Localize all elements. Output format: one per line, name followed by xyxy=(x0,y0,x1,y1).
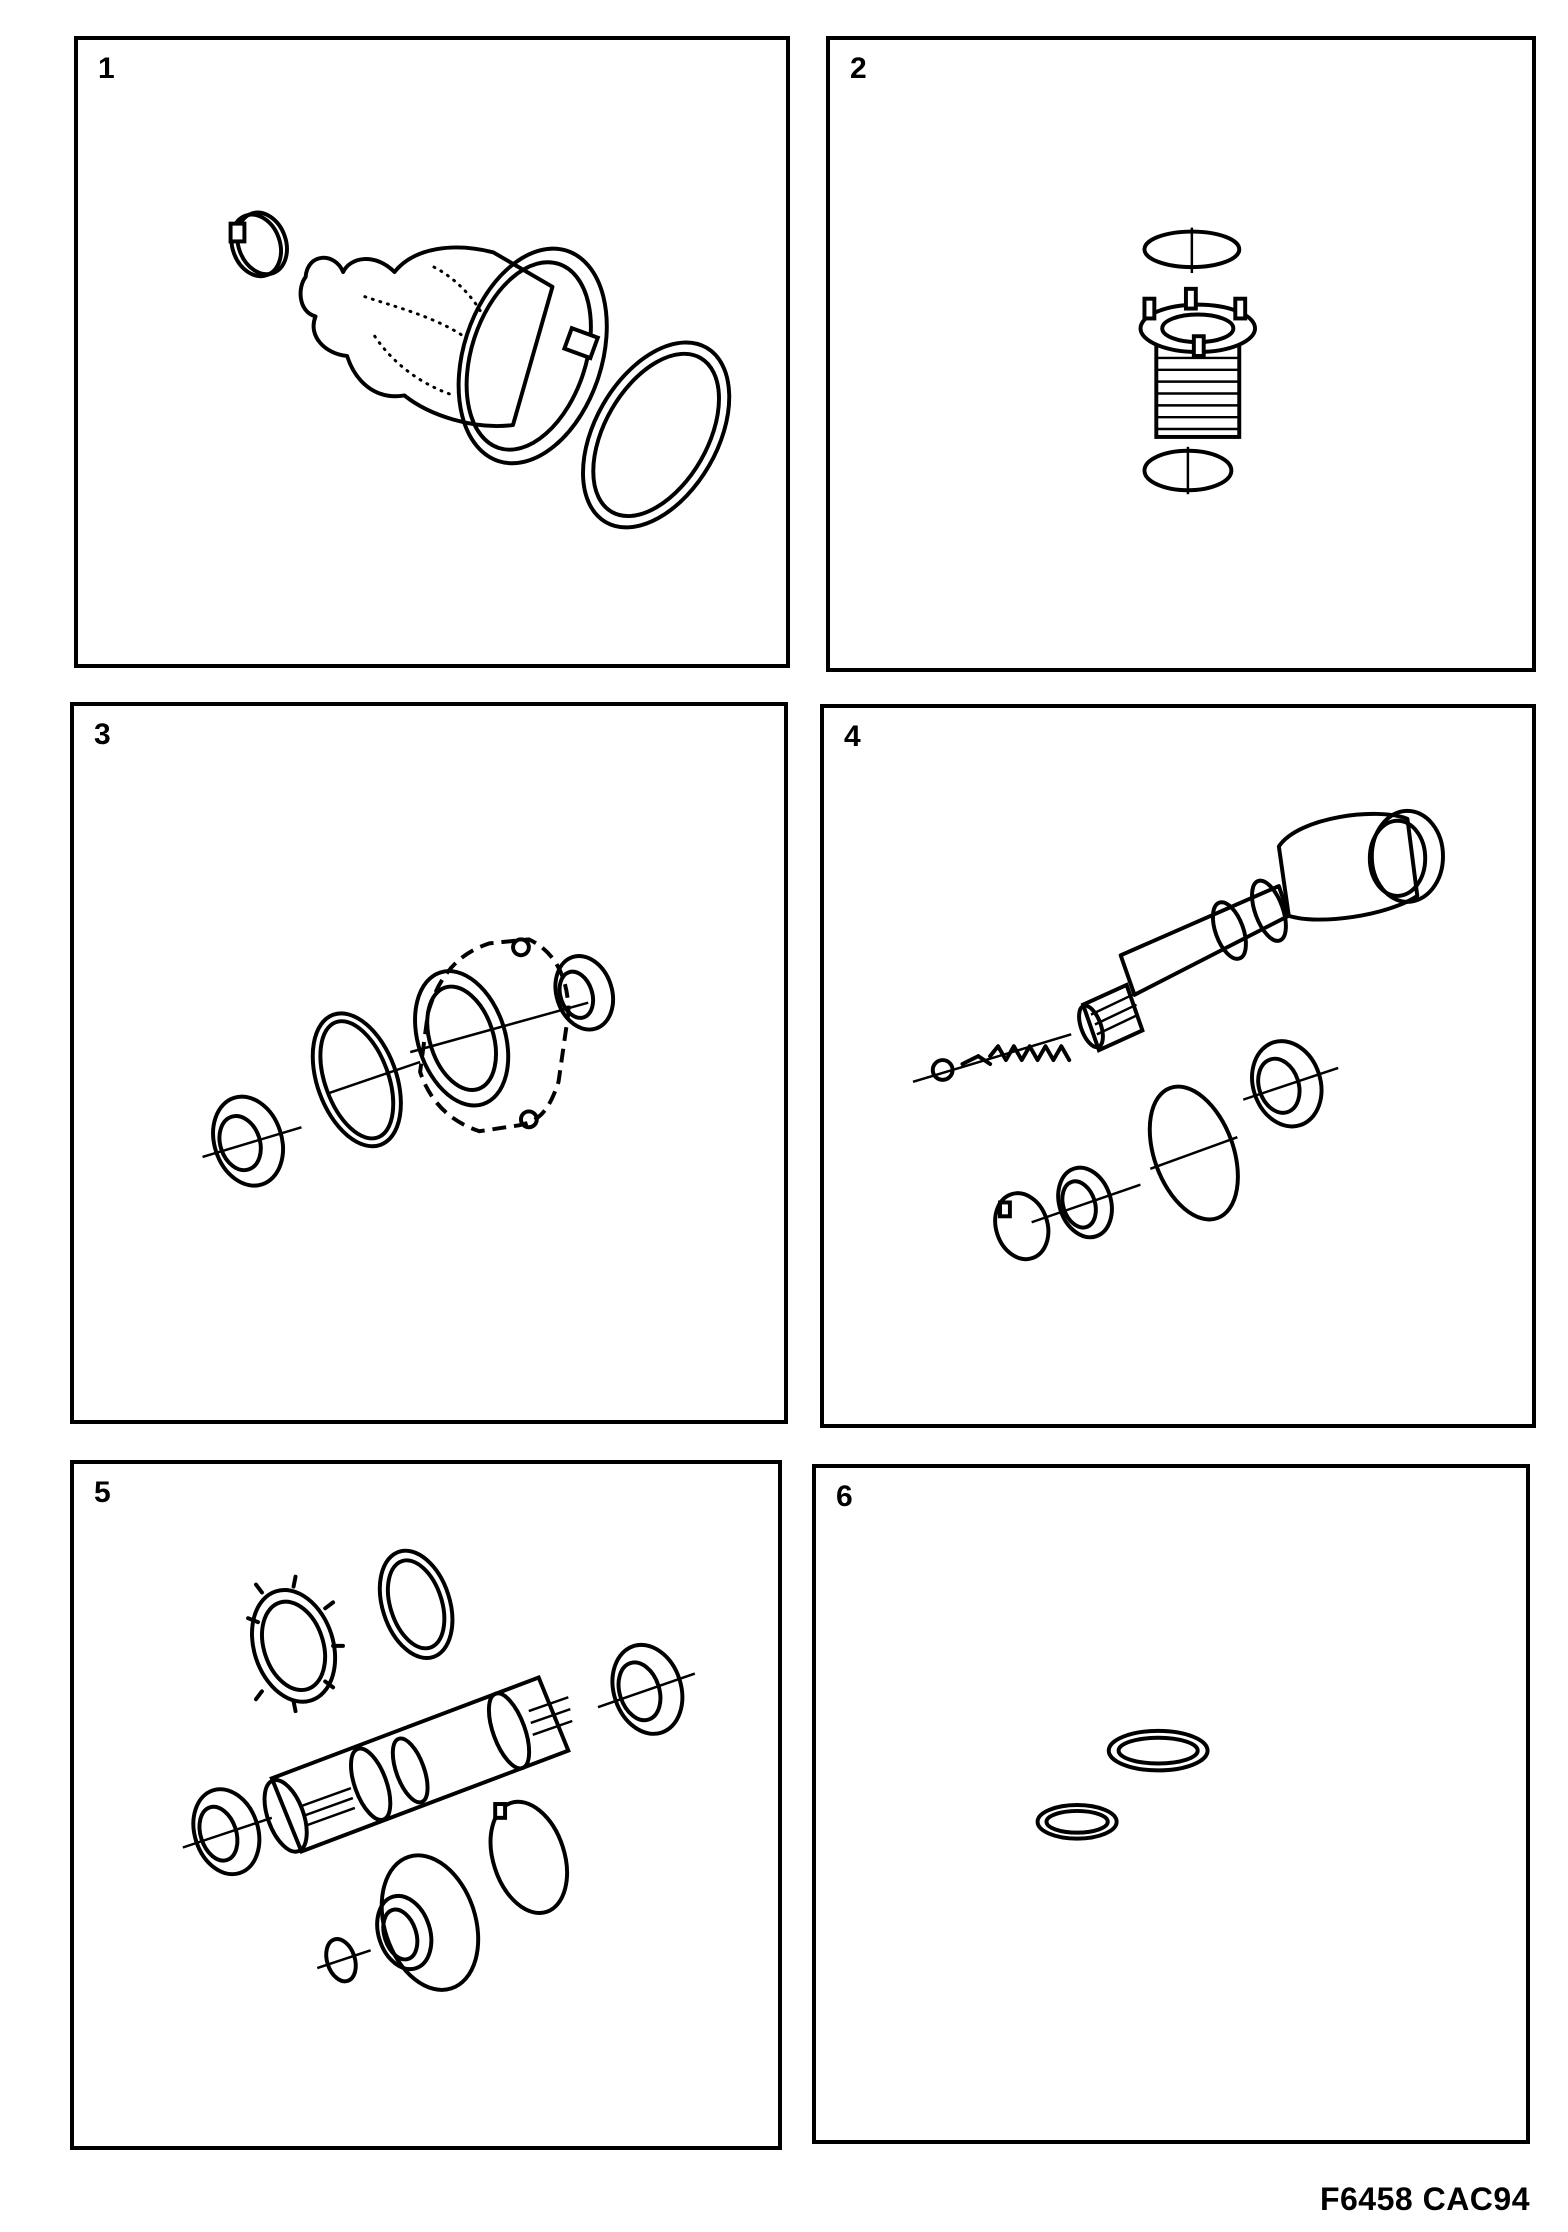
shaft-kit-illustration xyxy=(912,808,1445,1262)
bearing-right xyxy=(597,1642,696,1736)
flange xyxy=(375,1853,481,1992)
large-o-ring xyxy=(1147,1084,1240,1222)
spring-bolt xyxy=(912,1033,1072,1084)
bearing-small xyxy=(1031,1165,1141,1240)
o-ring-upper xyxy=(1106,1728,1210,1773)
panel-6: 6 xyxy=(812,1464,1530,2144)
panel-4: 4 xyxy=(820,704,1536,1428)
o-ring-top xyxy=(377,1548,455,1660)
small-ring xyxy=(316,1937,372,1984)
panel-3: 3 xyxy=(70,702,788,1424)
cv-boot xyxy=(298,245,609,466)
panel-number: 5 xyxy=(94,1476,111,1509)
sleeve-kit-illustration xyxy=(1138,227,1258,495)
hose-clamp xyxy=(561,325,732,530)
cv-joint xyxy=(1118,808,1445,997)
intermediate-shaft-illustration xyxy=(182,1548,696,1992)
panel-5: 5 xyxy=(70,1460,782,2150)
bearing-large xyxy=(1242,1039,1339,1129)
o-ring-kit-illustration xyxy=(1035,1728,1210,1841)
snap-ring xyxy=(488,1799,569,1915)
o-ring xyxy=(310,1011,421,1149)
threaded-sleeve xyxy=(1138,286,1258,439)
seal-left xyxy=(182,1787,273,1877)
seal-left xyxy=(202,1094,302,1188)
clip-ring xyxy=(993,1191,1051,1262)
seal-right xyxy=(553,954,616,1032)
lock-washer xyxy=(246,1574,345,1714)
panel-number: 2 xyxy=(850,52,867,85)
shaft xyxy=(262,1674,573,1854)
drawing-reference-code: F6458 CAC94 xyxy=(1319,2181,1530,2217)
panel-number: 6 xyxy=(836,1480,853,1513)
boot-clip xyxy=(228,210,289,279)
panel-2: 2 xyxy=(826,36,1536,672)
panel-number: 3 xyxy=(94,718,111,751)
o-ring-lower xyxy=(1035,1803,1119,1841)
boot-kit-illustration xyxy=(228,210,732,530)
panel-number: 4 xyxy=(844,720,861,753)
housing-kit-illustration xyxy=(202,937,616,1188)
panel-number: 1 xyxy=(98,52,115,85)
splined-end xyxy=(1077,982,1145,1053)
panel-1: 1 xyxy=(74,36,790,668)
